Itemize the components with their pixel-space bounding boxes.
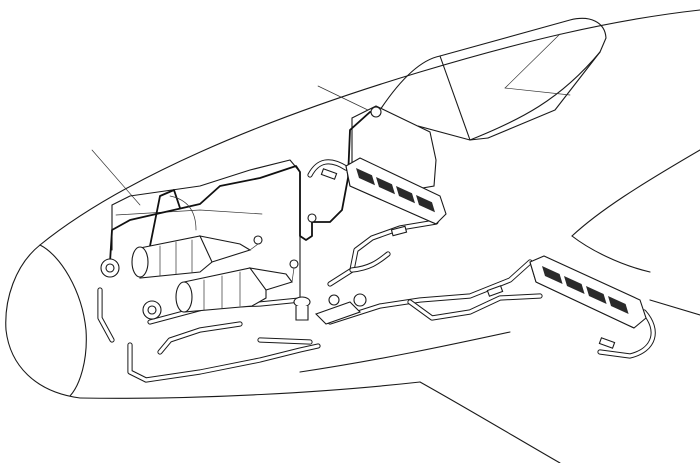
radiator-cell	[356, 168, 375, 186]
radiator-cell	[376, 177, 395, 195]
fuselage	[5, 9, 700, 463]
canopy	[379, 17, 607, 141]
radiator-lower	[486, 255, 647, 349]
radiator-upper	[320, 157, 447, 237]
coolant-pipes	[97, 159, 656, 383]
radiator-cell	[396, 186, 415, 204]
radiator-cell	[416, 195, 435, 213]
radiator-cell	[586, 286, 607, 304]
radiator-cell	[564, 276, 585, 294]
fittings	[100, 258, 367, 325]
tank-upper	[131, 235, 263, 279]
radiator-cell	[608, 296, 629, 314]
tank-lower	[175, 259, 299, 313]
radiator-cell	[542, 266, 563, 284]
wiring	[109, 111, 371, 263]
